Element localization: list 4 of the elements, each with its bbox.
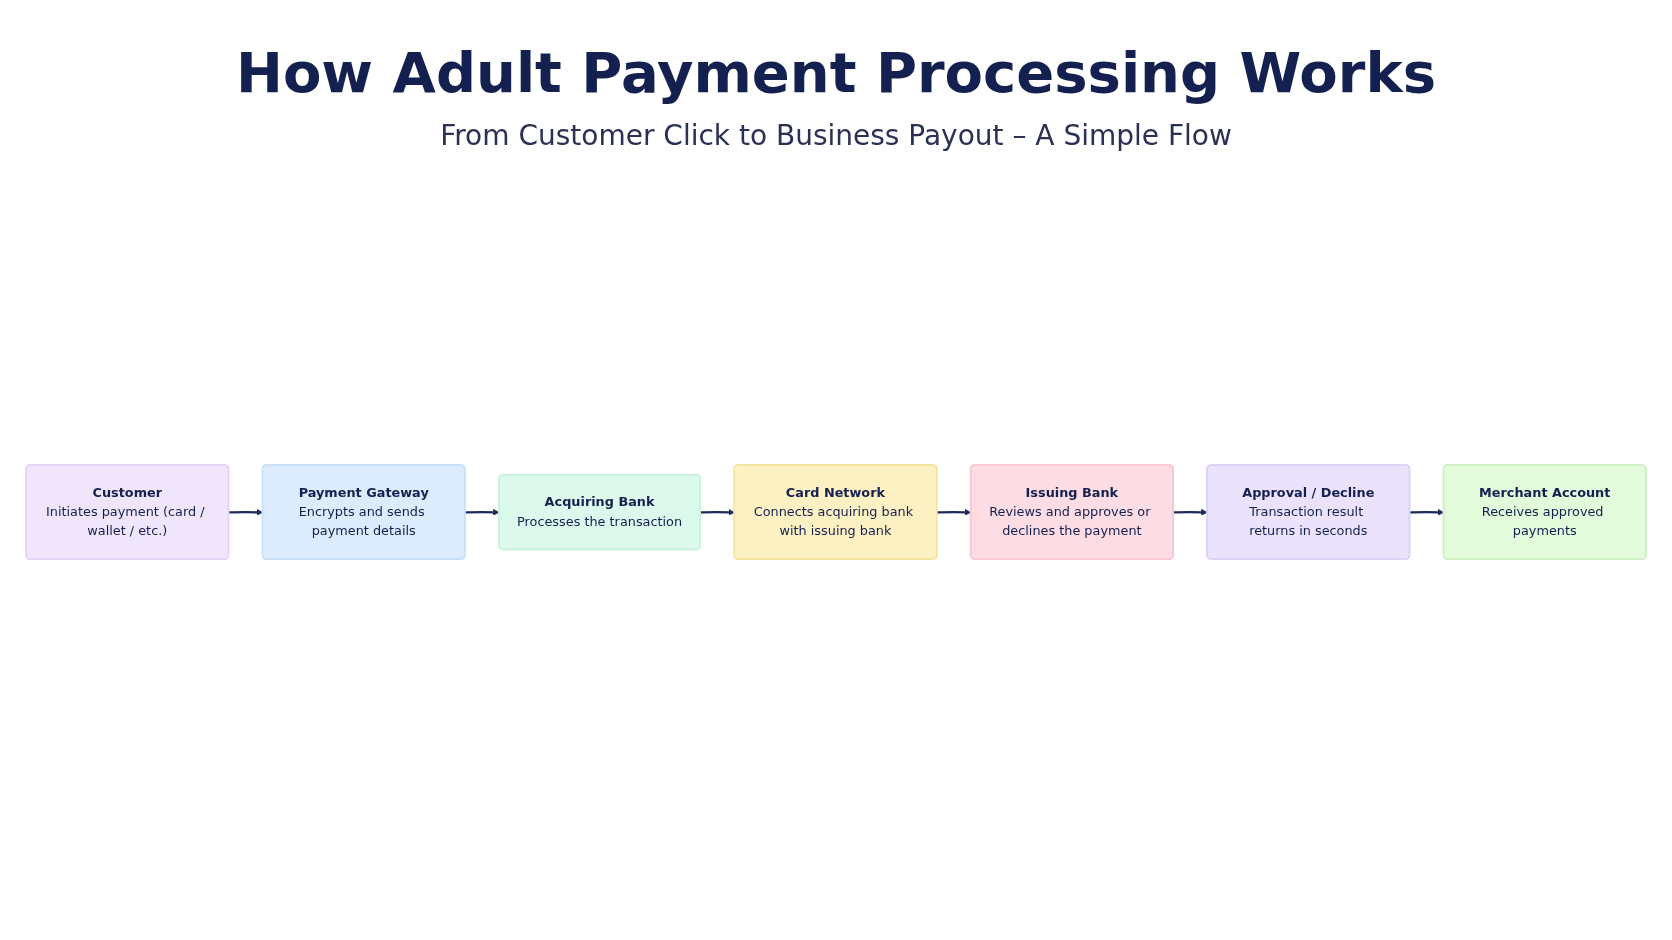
arrow [700, 508, 735, 516]
arrow [1173, 508, 1208, 516]
subtitle: From Customer Click to Business Payout – A Simple Flow [440, 119, 1232, 152]
title: How Adult Payment Processing Works [236, 40, 1436, 105]
